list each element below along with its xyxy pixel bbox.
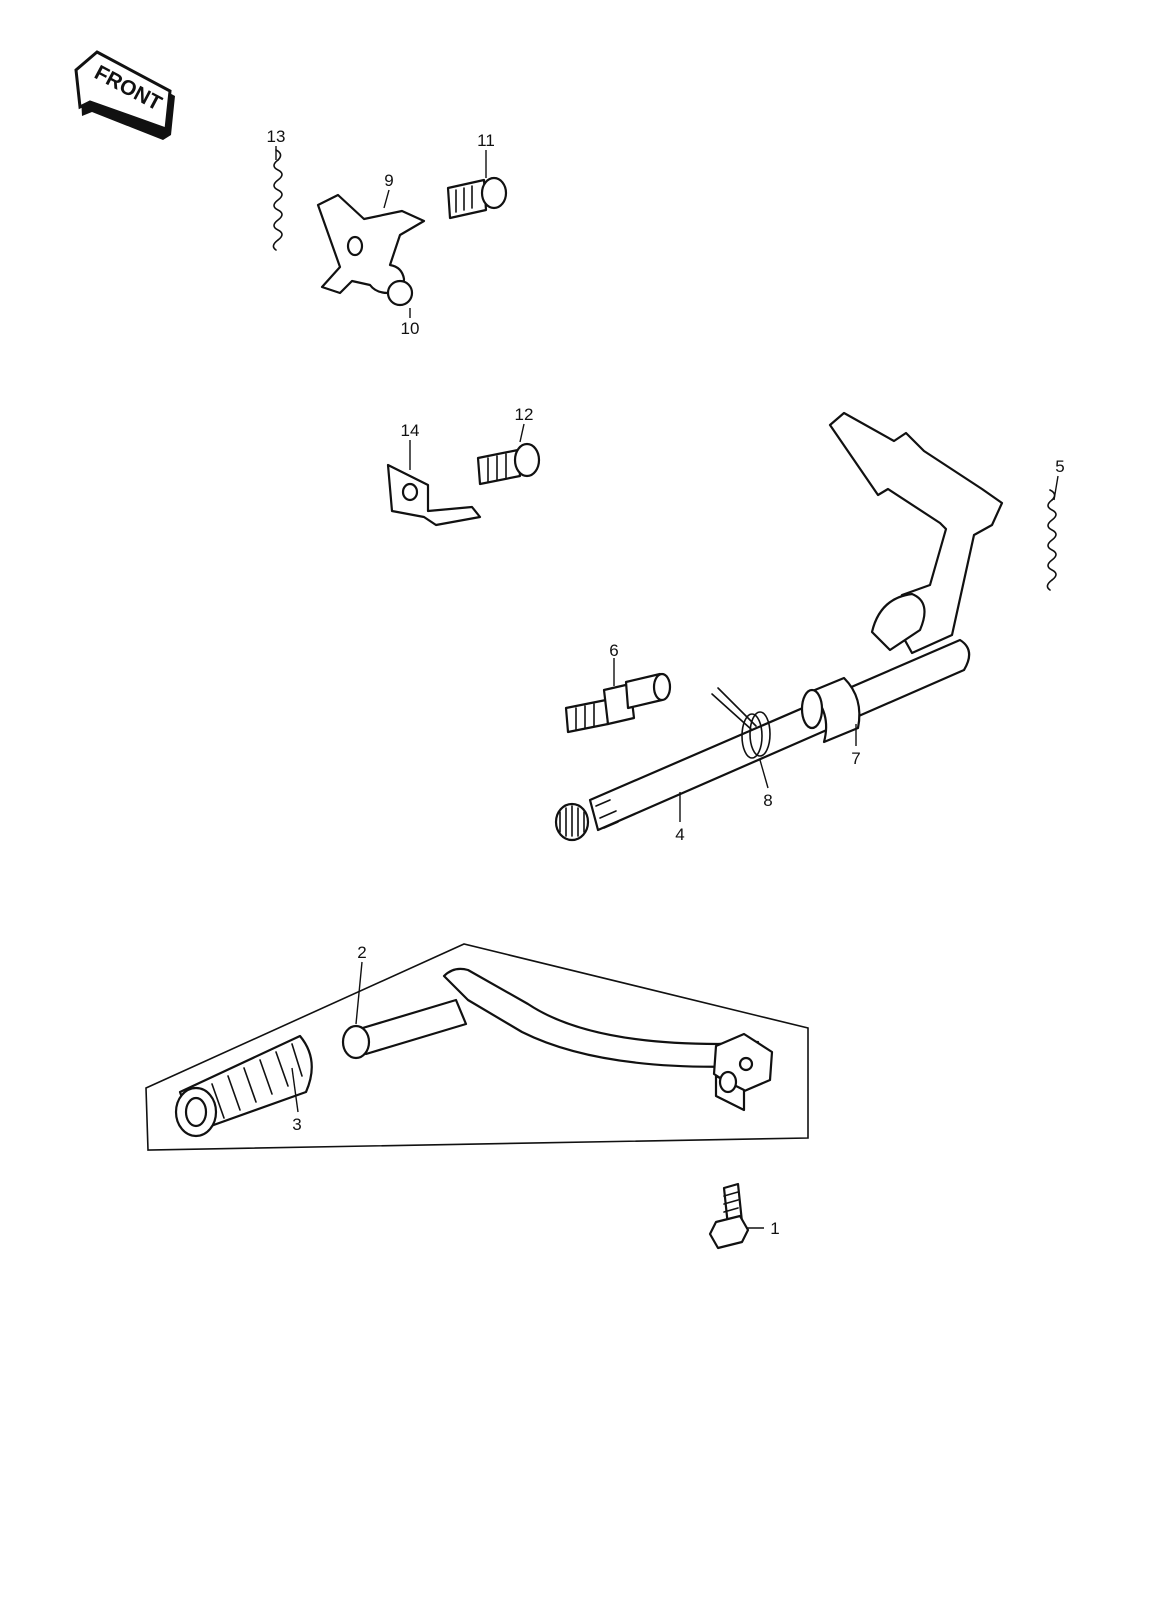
spring-part-13 [272,149,283,251]
bolt-part-12 [476,442,541,486]
spring-clip-part-8 [711,687,771,759]
stud-part-6 [564,672,672,734]
callout-1: 1 [770,1219,779,1238]
callout-10: 10 [401,319,420,338]
callout-6: 6 [609,641,618,660]
callout-7: 7 [851,749,860,768]
callout-12: 12 [515,405,534,424]
front-arrow-icon: FRONT [74,50,175,140]
leader-lines [275,146,1059,1229]
shift-pedal-part-2 [341,967,774,1112]
callout-4: 4 [675,825,684,844]
callout-8: 8 [763,791,772,810]
callout-3: 3 [292,1115,301,1134]
pedal-rubber-part-3 [174,1034,313,1138]
lever-part-9 [316,193,426,307]
callout-13: 13 [267,127,286,146]
callout-14: 14 [401,421,420,440]
bolt-part-1 [708,1182,750,1250]
callout-numbers: 1 2 3 4 5 6 7 8 9 10 11 12 13 14 [267,127,1065,1238]
callout-9: 9 [384,171,393,190]
callout-2: 2 [357,943,366,962]
spring-part-5 [1046,489,1057,591]
collar-part-7 [800,676,861,744]
shift-shaft-part-4 [554,411,1004,842]
callout-11: 11 [477,131,495,150]
bolt-part-11 [446,176,508,220]
bracket-part-14 [386,463,482,527]
callout-5: 5 [1055,457,1064,476]
pedal-group-outline [145,943,809,1151]
